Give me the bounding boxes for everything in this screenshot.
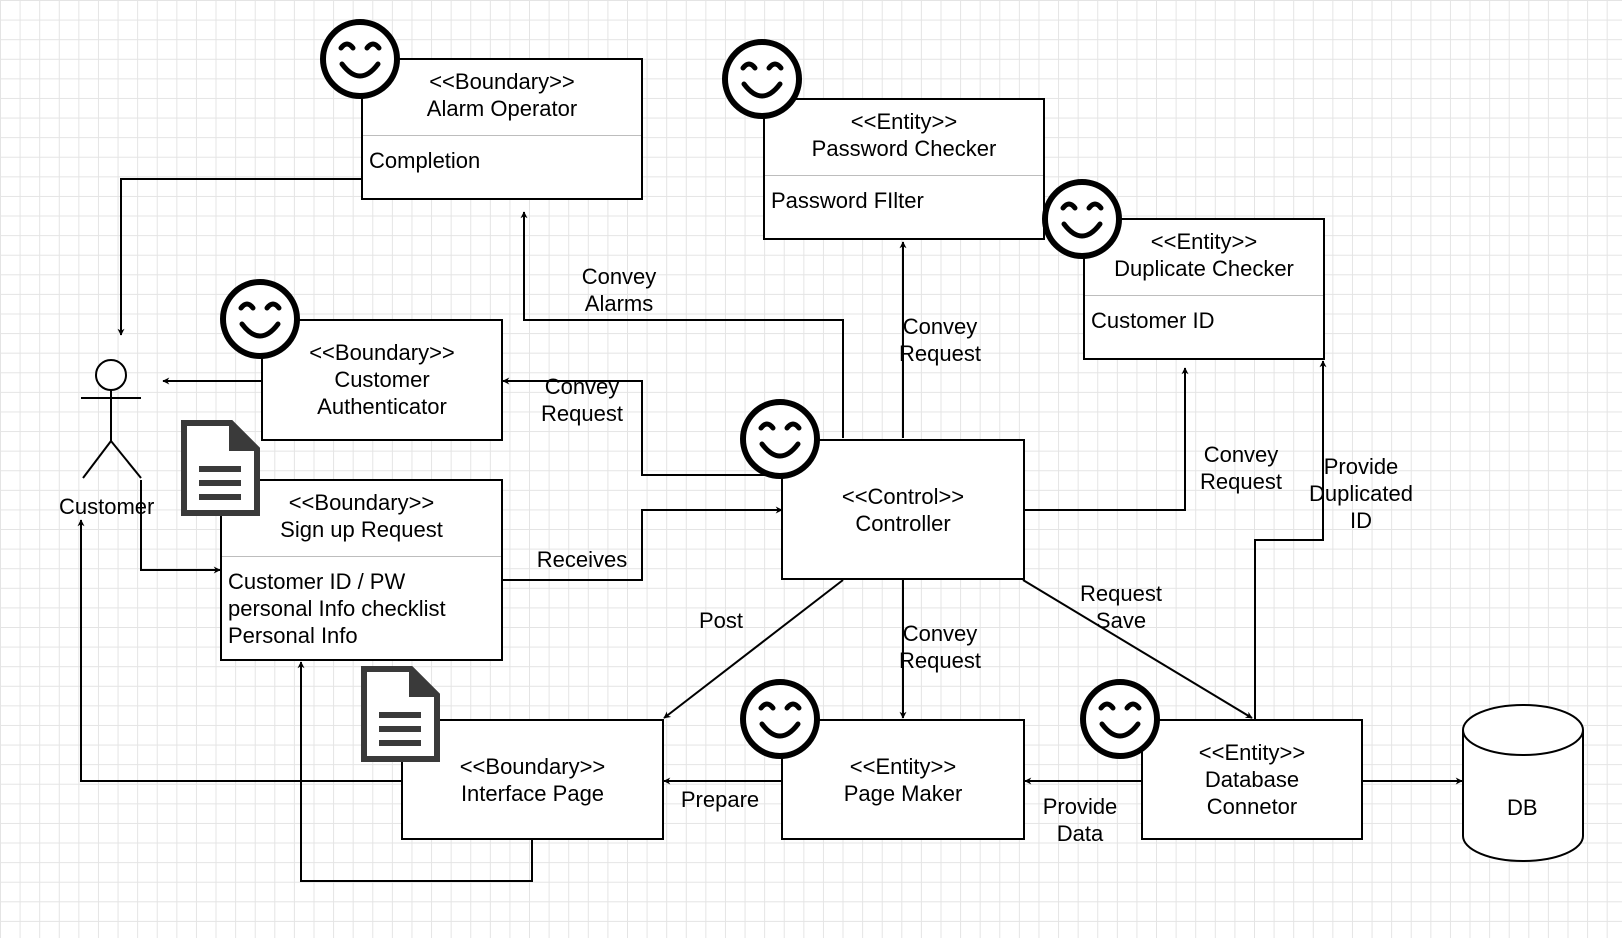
password-checker-stereotype: <<Entity>>	[850, 109, 958, 134]
smiley-icon	[220, 279, 300, 359]
label-convey-request-dup-line2: Request	[1200, 469, 1282, 494]
edge-db-to-duplicate	[1254, 360, 1327, 720]
label-provide-data: Provide Data	[1034, 793, 1126, 847]
alarm-operator-name: Alarm Operator	[426, 96, 578, 121]
database-label: DB	[1507, 795, 1538, 820]
label-request-save: Request Save	[1075, 580, 1167, 634]
customer-actor-icon	[81, 359, 142, 479]
label-convey-request-page-line1: Convey	[902, 621, 978, 646]
signup-request-stereotype: <<Boundary>>	[288, 490, 435, 515]
document-icon	[361, 666, 440, 762]
label-convey-request-pw-line1: Convey	[902, 314, 978, 339]
database-connector-name-line2: Connetor	[1206, 794, 1298, 819]
label-convey-request-dup: Convey Request	[1195, 441, 1287, 495]
label-convey-request-auth-line1: Convey	[544, 374, 620, 399]
label-receives: Receives	[532, 546, 632, 573]
label-convey-request-page-line2: Request	[899, 648, 981, 673]
interface-page-box[interactable]: <<Boundary>> Interface Page	[401, 719, 664, 840]
database-connector-stereotype: <<Entity>>	[1198, 740, 1306, 765]
label-convey-request-auth: Convey Request	[536, 373, 628, 427]
label-receives-text: Receives	[536, 547, 628, 572]
smiley-icon	[740, 399, 820, 479]
label-prepare-text: Prepare	[680, 787, 760, 812]
label-convey-alarms-line2: Alarms	[584, 291, 654, 316]
interface-page-stereotype: <<Boundary>>	[459, 753, 606, 779]
smiley-icon	[740, 679, 820, 759]
page-maker-stereotype: <<Entity>>	[849, 753, 957, 779]
controller-stereotype: <<Control>>	[841, 483, 965, 509]
label-post-text: Post	[698, 608, 744, 633]
signup-request-box[interactable]: <<Boundary>> Sign up Request Customer ID…	[220, 479, 503, 661]
edge-alarm-to-customer	[117, 178, 362, 336]
customer-authenticator-stereotype: <<Boundary>>	[309, 340, 455, 365]
database-connector-name-line1: Database	[1204, 767, 1300, 792]
customer-authenticator-box[interactable]: <<Boundary>> Customer Authenticator	[261, 319, 503, 441]
edge-signup-to-controller	[503, 506, 783, 581]
label-convey-request-pw: Convey Request	[894, 313, 986, 367]
password-checker-box[interactable]: <<Entity>> Password Checker Password FIl…	[763, 98, 1045, 240]
label-convey-alarms-line1: Convey	[581, 264, 657, 289]
password-checker-name: Password Checker	[811, 136, 997, 161]
label-provide-duplicated-id-line3: ID	[1350, 508, 1372, 533]
duplicate-checker-attr: Customer ID	[1091, 308, 1215, 333]
edge-controller-to-alarm	[520, 211, 844, 438]
duplicate-checker-name: Duplicate Checker	[1114, 256, 1294, 281]
label-provide-duplicated-id: Provide Duplicated ID	[1303, 453, 1419, 534]
page-maker-box[interactable]: <<Entity>> Page Maker	[781, 719, 1025, 840]
label-post: Post	[694, 607, 748, 634]
label-provide-duplicated-id-line1: Provide	[1323, 454, 1399, 479]
edge-controller-to-duplicate	[1025, 367, 1189, 511]
customer-actor-label: Customer	[59, 494, 155, 519]
smiley-icon	[1080, 679, 1160, 759]
controller-name: Controller	[855, 510, 951, 536]
label-convey-alarms: Convey Alarms	[573, 263, 665, 317]
edge-interface-to-signup	[297, 661, 533, 882]
label-convey-request-pw-line2: Request	[899, 341, 981, 366]
label-provide-data-line2: Data	[1056, 821, 1104, 846]
label-request-save-line1: Request	[1080, 581, 1162, 606]
label-convey-request-auth-line2: Request	[541, 401, 623, 426]
alarm-operator-stereotype: <<Boundary>>	[429, 69, 575, 94]
document-icon	[181, 420, 260, 516]
signup-request-attr-2: personal Info checklist	[228, 596, 446, 621]
duplicate-checker-stereotype: <<Entity>>	[1150, 229, 1258, 254]
label-prepare: Prepare	[673, 786, 767, 813]
label-convey-request-dup-line1: Convey	[1203, 442, 1279, 467]
signup-request-name: Sign up Request	[280, 517, 443, 542]
edge-controller-to-dbconn	[1022, 579, 1253, 719]
label-provide-data-line1: Provide	[1042, 794, 1118, 819]
edge-controller-to-auth	[502, 377, 782, 476]
customer-authenticator-name-line2: Authenticator	[317, 394, 447, 419]
signup-request-attr-1: Customer ID / PW	[228, 569, 406, 594]
smiley-icon	[1042, 179, 1122, 259]
edge-interface-to-customer	[77, 519, 402, 782]
page-maker-name: Page Maker	[843, 780, 963, 806]
duplicate-checker-box[interactable]: <<Entity>> Duplicate Checker Customer ID	[1083, 218, 1325, 360]
database-cylinder	[1462, 704, 1584, 862]
database-connector-box[interactable]: <<Entity>> Database Connetor	[1141, 719, 1363, 840]
alarm-operator-box[interactable]: <<Boundary>> Alarm Operator Completion	[361, 58, 643, 200]
interface-page-name: Interface Page	[460, 780, 605, 806]
controller-box[interactable]: <<Control>> Controller	[781, 439, 1025, 580]
signup-request-attr-3: Personal Info	[228, 623, 358, 648]
edge-controller-to-interface	[663, 579, 844, 719]
edge-customer-to-signup	[140, 480, 221, 574]
smiley-icon	[722, 39, 802, 119]
alarm-operator-attr: Completion	[369, 148, 481, 173]
customer-authenticator-name-line1: Customer	[334, 367, 430, 392]
label-request-save-line2: Save	[1095, 608, 1147, 633]
smiley-icon	[320, 19, 400, 99]
label-provide-duplicated-id-line2: Duplicated	[1309, 481, 1413, 506]
label-convey-request-page: Convey Request	[894, 620, 986, 674]
password-checker-attr: Password FIlter	[771, 188, 924, 213]
